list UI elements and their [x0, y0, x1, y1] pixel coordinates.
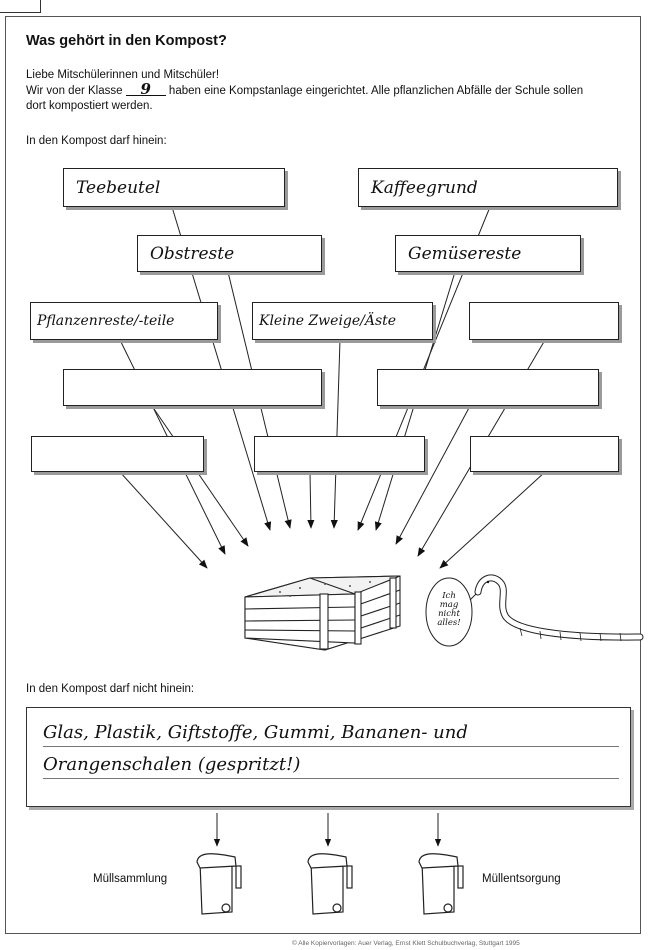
arrow-zweige — [330, 339, 341, 529]
speech-bubble — [425, 577, 473, 647]
worm-speech-text: Ich mag nicht alles! — [437, 591, 461, 628]
allowed-item-empty-r3[interactable] — [469, 302, 619, 340]
allowed-item-gemuesereste[interactable]: Gemüsereste — [395, 235, 581, 272]
copyright-footer: © Alle Kopiervorlagen: Auer Verlag, Erns… — [292, 940, 520, 947]
intro-line-3: dort kompostiert werden. — [26, 100, 153, 112]
not-allowed-box[interactable]: Glas, Plastik, Giftstoffe, Gummi, Banane… — [26, 707, 631, 807]
intro-line-2: Wir von der Klasse 9 haben eine Kompstan… — [26, 80, 584, 98]
trash-bin-icon — [196, 853, 242, 915]
corner-tab — [0, 0, 41, 13]
worksheet-title: Was gehört in den Kompost? — [26, 33, 227, 49]
not-allowed-section-label: In den Kompost darf nicht hinein: — [26, 683, 195, 695]
arrow-box-l4 — [151, 405, 249, 547]
not-allowed-line-1: Glas, Plastik, Giftstoffe, Gummi, Banane… — [43, 722, 468, 743]
allowed-item-teebeutel[interactable]: Teebeutel — [63, 168, 285, 207]
intro-text: Liebe Mitschülerinnen und Mitschüler! Wi… — [26, 68, 630, 114]
allowed-item-empty-l4[interactable] — [63, 369, 322, 406]
writing-line — [43, 778, 619, 779]
worksheet-frame — [5, 16, 641, 934]
arrow-box-r4 — [395, 405, 471, 545]
allowed-item-zweige[interactable]: Kleine Zweige/Äste — [252, 302, 433, 340]
trash-bin-icon — [307, 853, 353, 915]
arrow-box-m5 — [307, 471, 315, 529]
allowed-item-pflanzenreste[interactable]: Pflanzenreste/-teile — [30, 302, 218, 340]
allowed-item-empty-l5[interactable] — [31, 436, 204, 472]
arrow-box-l5 — [119, 471, 208, 569]
arrow-box-r5 — [439, 471, 546, 569]
not-allowed-line-2: Orangenschalen (gespritzt!) — [43, 754, 301, 775]
intro-greeting: Liebe Mitschülerinnen und Mitschüler! — [26, 69, 220, 81]
bin-label-muellentsorgung: Müllentsorgung — [482, 873, 561, 885]
allowed-item-empty-m5[interactable] — [254, 436, 425, 472]
class-number-field[interactable]: 9 — [125, 82, 166, 97]
trash-bin-icon — [418, 853, 464, 915]
allowed-item-obstreste[interactable]: Obstreste — [137, 235, 322, 272]
writing-line — [43, 746, 619, 747]
allowed-section-label: In den Kompost darf hinein: — [26, 135, 167, 147]
allowed-item-empty-r5[interactable] — [470, 436, 619, 472]
bin-label-muellsammlung: Müllsammlung — [93, 873, 168, 885]
allowed-item-kaffeegrund[interactable]: Kaffeegrund — [358, 168, 618, 207]
allowed-item-empty-r4[interactable] — [377, 369, 599, 406]
